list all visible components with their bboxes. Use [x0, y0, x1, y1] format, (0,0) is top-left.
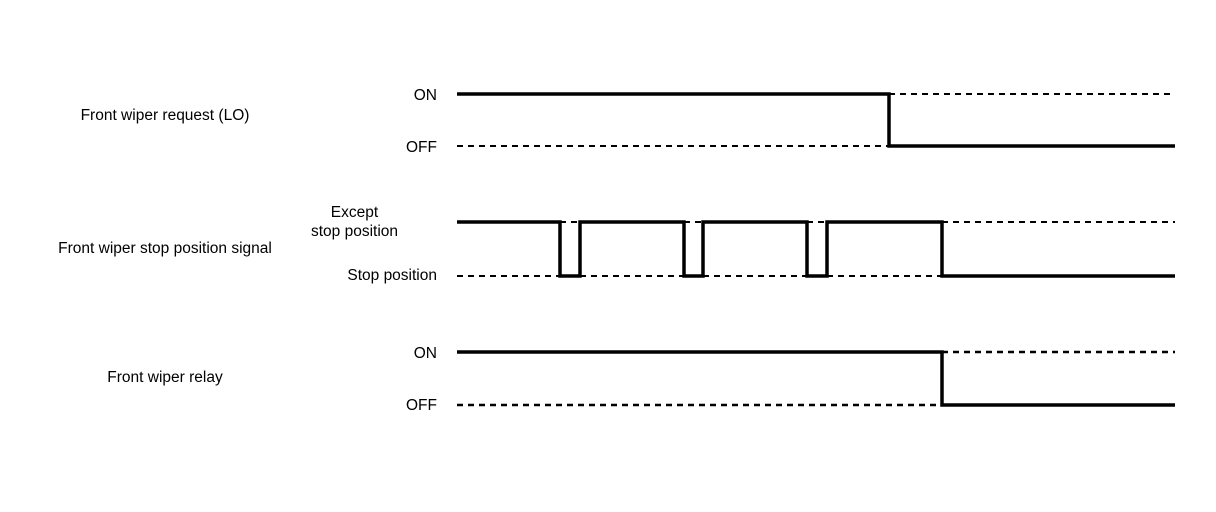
- state-label-row1-off: OFF: [406, 139, 437, 156]
- row-label-front-wiper-stop-position-signal: Front wiper stop position signal: [58, 240, 272, 257]
- state-label-row2-line2: stop position: [310, 223, 399, 241]
- state-label-row2-line1: Except: [330, 204, 379, 221]
- row2-signal-trace: [457, 220, 1175, 278]
- row1-signal-trace: [457, 92, 1175, 148]
- row3-signal-trace: [457, 350, 1175, 407]
- row-label-front-wiper-relay: Front wiper relay: [107, 369, 223, 386]
- waveform-front-wiper-stop-position-signal: [457, 220, 1175, 278]
- state-label-row3-on: ON: [413, 345, 437, 362]
- state-label-row2-stop-position: Stop position: [347, 267, 437, 284]
- state-label-row3-off: OFF: [406, 397, 437, 414]
- state-label-row1-on: ON: [413, 87, 437, 104]
- waveform-front-wiper-request-lo: [457, 92, 1175, 148]
- row-label-front-wiper-request-lo: Front wiper request (LO): [80, 107, 250, 124]
- waveform-front-wiper-relay: [457, 350, 1175, 407]
- state-label-row2-except-stop-position: Except stop position: [272, 203, 437, 242]
